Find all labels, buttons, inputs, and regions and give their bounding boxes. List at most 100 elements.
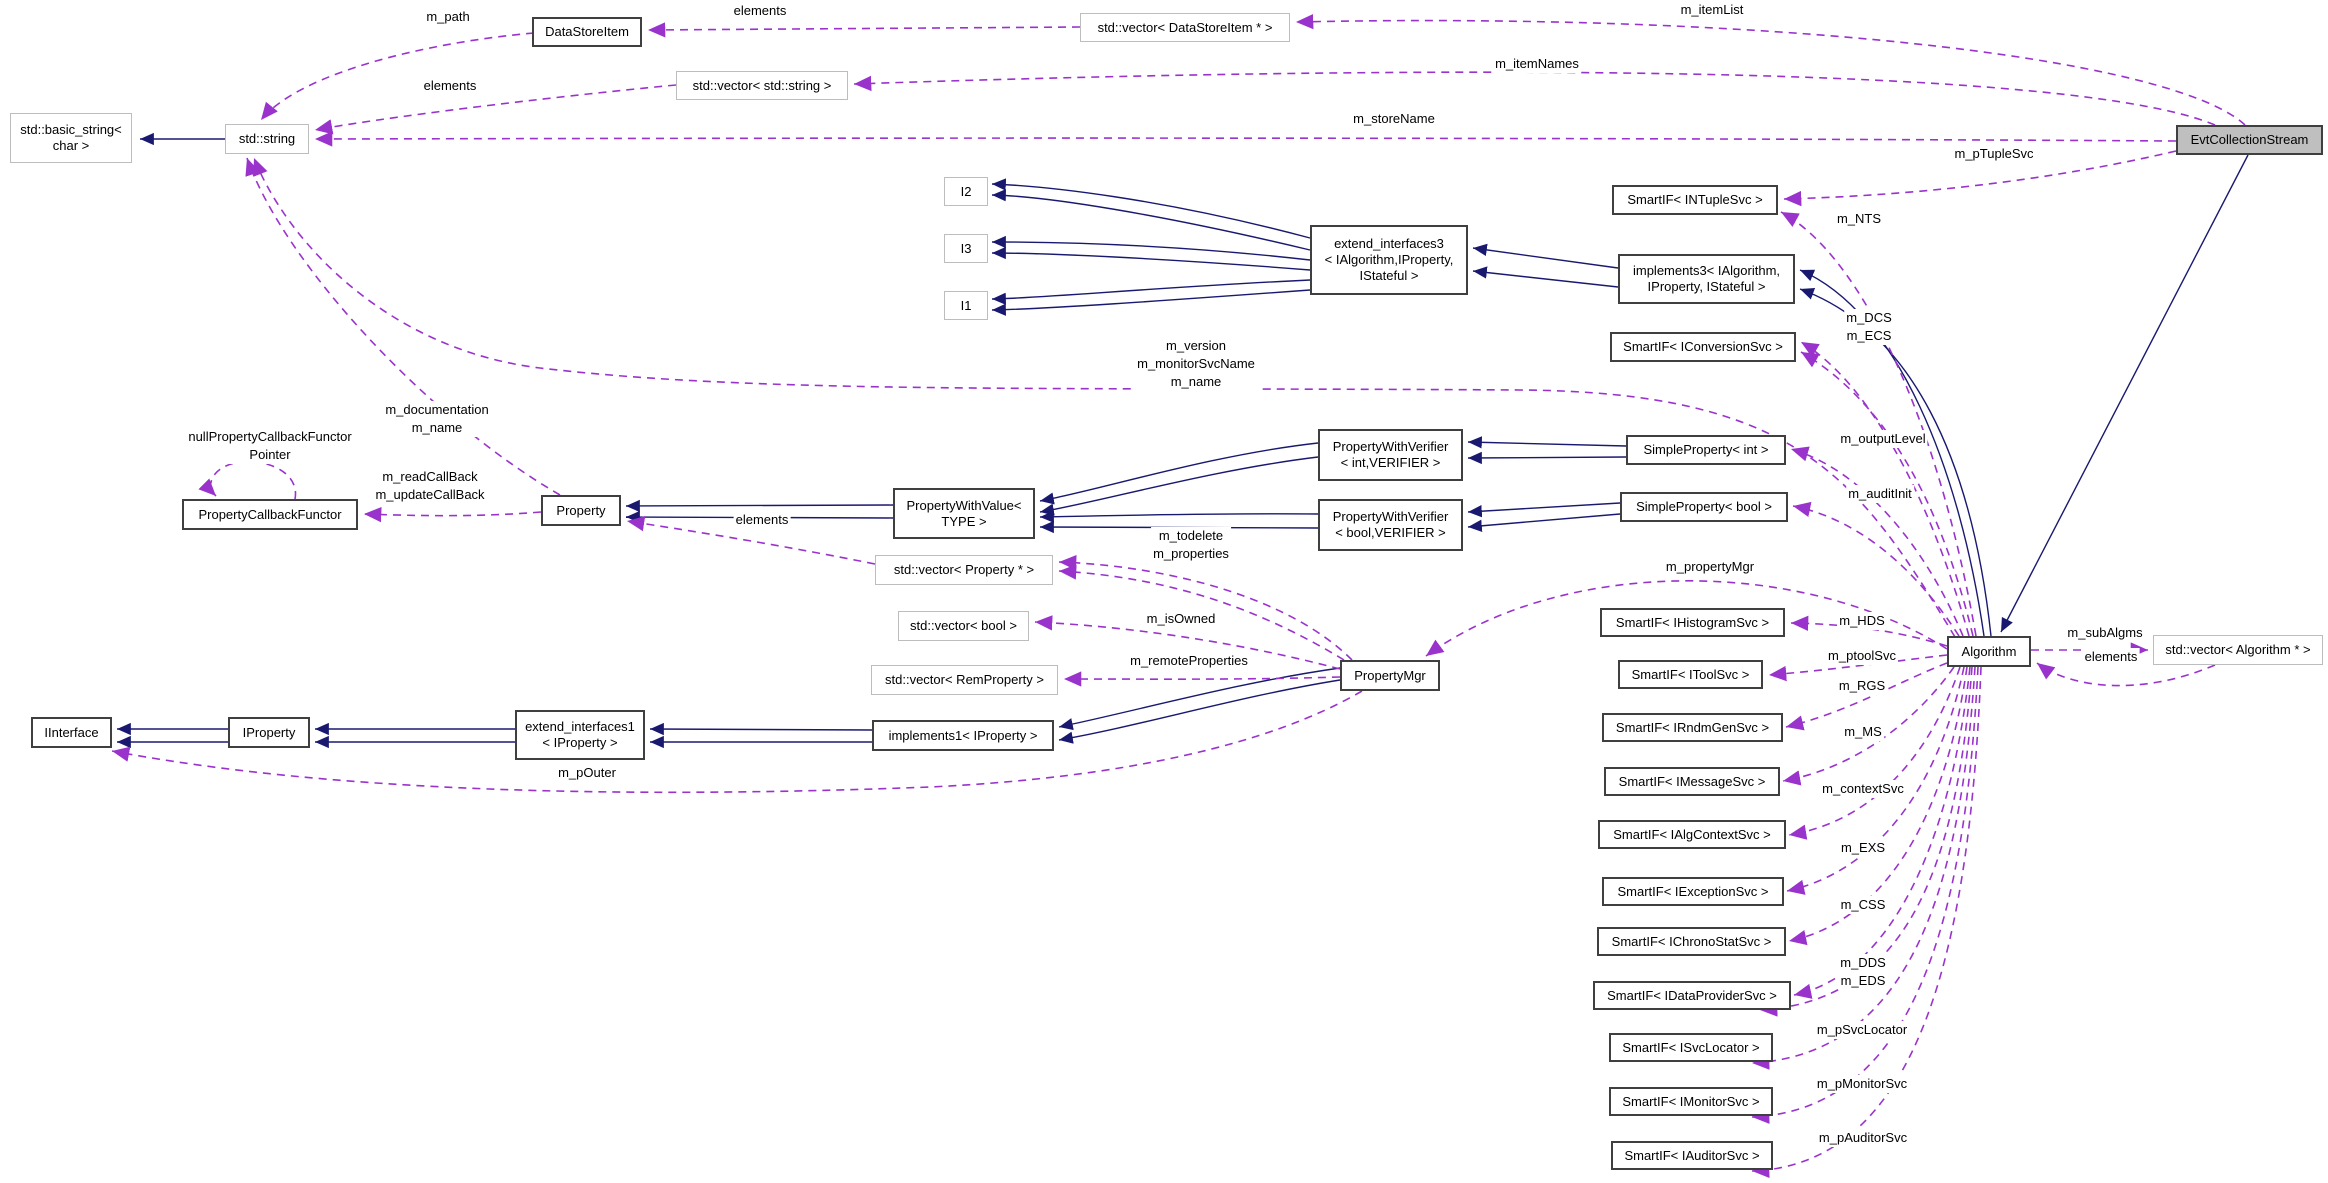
edge-label-m-nts: m_NTS — [1834, 210, 1884, 228]
edge-ecs-stdstring — [314, 131, 2177, 147]
edge-ecs-vecstring — [853, 71, 2216, 126]
edge-label-m-storename: m_storeName — [1351, 110, 1437, 128]
edge-vecproperty-property — [626, 516, 876, 565]
edge-algorithm-iconversionsvc-b — [1800, 351, 1974, 637]
edge-ecs-vecdsi — [1295, 13, 2246, 126]
edge-label-m-dds-m-eds: m_DDS m_EDS — [1838, 954, 1888, 990]
node-vector-bool[interactable]: std::vector< bool > — [898, 611, 1029, 641]
node-smartif-ialgcontextsvc[interactable]: SmartIF< IAlgContextSvc > — [1598, 820, 1786, 849]
node-i1[interactable]: I1 — [944, 291, 988, 320]
edge-algorithm-itoolsvc — [1768, 654, 1948, 682]
node-vector-remproperty[interactable]: std::vector< RemProperty > — [871, 665, 1058, 695]
node-propertycallbackfunctor[interactable]: PropertyCallbackFunctor — [182, 499, 358, 530]
edge-label-m-psvclocator: m_pSvcLocator — [1814, 1021, 1910, 1039]
node-vector-std-string[interactable]: std::vector< std::string > — [676, 71, 848, 100]
edge-algorithm-isvclocator — [1751, 666, 1976, 1070]
edge-label-elements-subalgs: elements — [2082, 648, 2140, 666]
edge-algorithm-stdstring-version — [253, 157, 1956, 638]
node-std-string[interactable]: std::string — [225, 124, 309, 154]
edge-label-nullfunctor-pointer: nullPropertyCallbackFunctor Pointer — [186, 428, 354, 464]
edge-evtcollectionstream-algorithm — [2000, 154, 2249, 633]
edge-extendinterfaces3-i2-a — [991, 178, 1311, 239]
edge-simplepropint-pwvint-a — [1467, 436, 1627, 449]
node-propertywithvalue[interactable]: PropertyWithValue< TYPE > — [893, 488, 1035, 539]
edge-pwvbool-propertywithvalue-a — [1039, 510, 1319, 523]
node-iinterface[interactable]: IInterface — [31, 717, 112, 748]
edge-label-m-pouter: m_pOuter — [556, 764, 618, 782]
node-smartif-irndmgensvc[interactable]: SmartIF< IRndmGenSvc > — [1602, 713, 1783, 742]
edge-vecalgorithm-algorithm — [2036, 662, 2216, 687]
node-propertymgr[interactable]: PropertyMgr — [1340, 660, 1440, 691]
edge-simplepropbool-pwvbool-a — [1467, 502, 1621, 518]
edge-label-m-ptoolsvc: m_ptoolSvc — [1826, 647, 1898, 665]
node-algorithm[interactable]: Algorithm — [1947, 636, 2031, 667]
edge-extendinterfaces3-i1-a — [991, 279, 1311, 305]
edge-propertymgr-implements1-b — [1058, 679, 1341, 744]
edge-label-m-dcs-m-ecs: m_DCS m_ECS — [1844, 309, 1894, 345]
edge-implements1-extendinterfaces1-a — [649, 722, 873, 736]
node-smartif-intuplesvc[interactable]: SmartIF< INTupleSvc > — [1612, 185, 1778, 215]
edge-algorithm-iexceptionsvc — [1786, 666, 1965, 895]
node-smartif-imessagesvc[interactable]: SmartIF< IMessageSvc > — [1604, 767, 1780, 796]
edge-label-m-subalgms: m_subAlgms — [2065, 624, 2145, 642]
edge-extendinterfaces3-i2-b — [991, 189, 1311, 251]
node-smartif-ichronostatsvc[interactable]: SmartIF< IChronoStatSvc > — [1597, 927, 1786, 956]
node-propertywithverifier-int[interactable]: PropertyWithVerifier < int,VERIFIER > — [1318, 429, 1463, 481]
node-smartif-iconversionsvc[interactable]: SmartIF< IConversionSvc > — [1610, 332, 1796, 362]
edge-property-callbackfunctor — [363, 506, 542, 523]
edge-algorithm-implements3-a — [1799, 269, 1985, 637]
node-extend-interfaces1[interactable]: extend_interfaces1 < IProperty > — [515, 710, 645, 760]
node-implements1[interactable]: implements1< IProperty > — [872, 720, 1054, 751]
node-smartif-imonitorsvc[interactable]: SmartIF< IMonitorSvc > — [1609, 1087, 1773, 1116]
node-extend-interfaces3[interactable]: extend_interfaces3 < IAlgorithm,IPropert… — [1310, 225, 1468, 295]
edge-pwvint-propertywithvalue-b — [1039, 456, 1319, 516]
node-datastoreitem[interactable]: DataStoreItem — [532, 17, 642, 47]
edge-propertymgr-vecproperty-a — [1058, 554, 1353, 661]
node-evtcollectionstream[interactable]: EvtCollectionStream — [2176, 125, 2323, 155]
edge-label-m-outputlevel: m_outputLevel — [1838, 430, 1928, 448]
edge-label-m-exs: m_EXS — [1838, 839, 1888, 857]
edge-label-elements-properties: elements — [733, 511, 791, 529]
node-propertywithverifier-bool[interactable]: PropertyWithVerifier < bool,VERIFIER > — [1318, 499, 1463, 551]
node-smartif-iauditorsvc[interactable]: SmartIF< IAuditorSvc > — [1611, 1141, 1773, 1170]
node-smartif-isvclocator[interactable]: SmartIF< ISvcLocator > — [1609, 1033, 1773, 1062]
edge-extendinterfaces3-i3-b — [991, 246, 1311, 271]
edge-algorithm-irndmgensvc — [1785, 662, 1948, 731]
edge-algorithm-ihistogramsvc — [1790, 615, 1948, 647]
edge-implements3-extendinterfaces3-a — [1472, 243, 1619, 269]
node-i3[interactable]: I3 — [944, 234, 988, 263]
edge-label-m-itemnames: m_itemNames — [1493, 55, 1581, 73]
node-smartif-itoolsvc[interactable]: SmartIF< IToolSvc > — [1618, 660, 1763, 689]
node-iproperty[interactable]: IProperty — [228, 717, 310, 748]
node-simpleproperty-int[interactable]: SimpleProperty< int > — [1626, 435, 1786, 465]
node-vector-datastoreitem[interactable]: std::vector< DataStoreItem * > — [1080, 13, 1290, 42]
node-vector-property[interactable]: std::vector< Property * > — [875, 555, 1053, 585]
edge-algorithm-implements3-b — [1799, 287, 1992, 637]
edge-label-m-ms: m_MS — [1842, 723, 1884, 741]
edge-algorithm-simplepropint — [1790, 446, 1964, 637]
edge-algorithm-idataprovidersvc-b — [1759, 666, 1973, 1017]
edge-propertywithvalue-property-a — [625, 499, 894, 513]
edge-propertymgr-vecbool — [1034, 615, 1341, 670]
node-property[interactable]: Property — [541, 495, 621, 526]
edge-label-m-pauditorsvc: m_pAuditorSvc — [1816, 1129, 1910, 1147]
edge-label-m-ptuplesvc: m_pTupleSvc — [1952, 145, 2036, 163]
node-std-basic-string[interactable]: std::basic_string< char > — [10, 113, 132, 163]
node-smartif-ihistogramsvc[interactable]: SmartIF< IHistogramSvc > — [1600, 608, 1785, 637]
edge-extendinterfaces3-i3-a — [991, 235, 1311, 261]
edge-label-m-contextsvc: m_contextSvc — [1820, 780, 1906, 798]
node-implements3[interactable]: implements3< IAlgorithm, IProperty, ISta… — [1618, 254, 1795, 304]
node-vector-algorithm[interactable]: std::vector< Algorithm * > — [2153, 635, 2323, 665]
edge-propertymgr-implements1-a — [1058, 667, 1341, 731]
node-smartif-idataprovidersvc[interactable]: SmartIF< IDataProviderSvc > — [1593, 981, 1791, 1010]
node-i2[interactable]: I2 — [944, 177, 988, 206]
edge-callbackfunctor-selfloop — [198, 460, 297, 500]
edge-label-todelete-properties: m_todelete m_properties — [1151, 527, 1231, 563]
edge-datastoreitem-stdstring — [260, 32, 535, 121]
edge-label-m-rgs: m_RGS — [1836, 677, 1888, 695]
edge-propertymgr-iinterface-pouter — [111, 690, 1363, 794]
edge-extendinterfaces3-i1-b — [991, 289, 1311, 316]
node-smartif-iexceptionsvc[interactable]: SmartIF< IExceptionSvc > — [1602, 877, 1784, 906]
node-simpleproperty-bool[interactable]: SimpleProperty< bool > — [1620, 492, 1788, 522]
